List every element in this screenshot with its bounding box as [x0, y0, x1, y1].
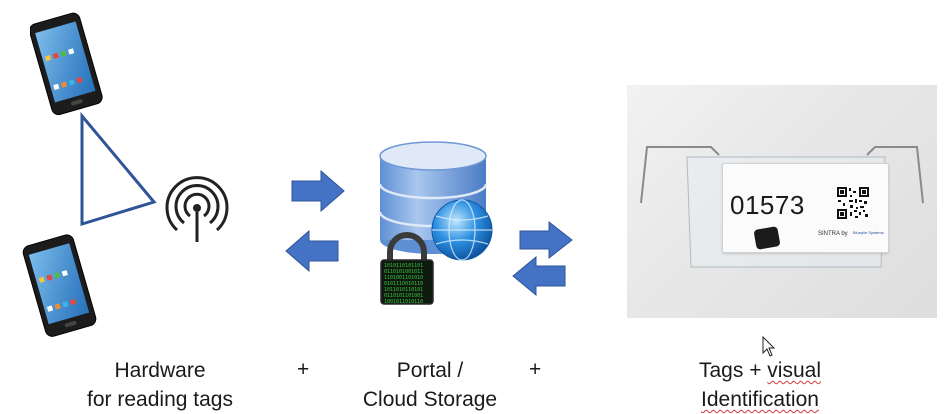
svg-text:1011010110101: 1011010110101 — [384, 287, 423, 293]
hardware-caption-line2: for reading tags — [87, 388, 233, 411]
database-icon — [378, 141, 493, 261]
arrow-left-icon-2 — [512, 256, 566, 296]
tag-card: 01573 SINTRA by Bluepile Systems — [722, 163, 889, 253]
arrow-right-icon-2 — [519, 221, 573, 259]
hardware-caption: Hardware for reading tags — [60, 356, 260, 414]
plus-sign-1: + — [297, 358, 310, 381]
tags-caption-prefix: Tags + — [699, 359, 768, 382]
nfc-chip — [753, 226, 781, 250]
lock-icon: 1010110101101 0110101001011 110100110101… — [380, 232, 434, 305]
svg-text:1010110101101: 1010110101101 — [384, 263, 423, 269]
tablet-icon-top — [30, 12, 103, 116]
hardware-caption-line1: Hardware — [114, 359, 206, 382]
mouse-cursor-icon — [762, 336, 776, 357]
connection-triangle — [80, 112, 157, 227]
tag-photo: 01573 SINTRA by Bluepile Systems — [627, 85, 937, 318]
portal-caption-line2: Cloud Storage — [362, 388, 498, 411]
tag-maker: Bluepile Systems — [853, 230, 884, 235]
tags-caption: Tags + visual Identification — [665, 356, 855, 414]
tags-caption-visual: visual — [767, 359, 821, 382]
plus-sign-2: + — [529, 358, 542, 381]
svg-text:0110101101001: 0110101101001 — [384, 293, 423, 299]
qr-code-icon — [836, 186, 870, 220]
svg-text:0110101001011: 0110101001011 — [384, 269, 423, 275]
tags-caption-line1: Tags + visual — [665, 356, 855, 385]
tag-brand: SINTRA by — [818, 231, 848, 237]
svg-text:1101001101010: 1101001101010 — [384, 275, 423, 281]
svg-text:0101110010110: 0101110010110 — [384, 281, 423, 287]
arrow-right-icon — [291, 170, 345, 212]
tag-number: 01573 — [730, 190, 805, 220]
nfc-reader-icon — [165, 176, 229, 242]
portal-caption-line1: Portal / — [396, 359, 464, 382]
tablet-icon-bottom — [22, 234, 97, 337]
arrow-left-icon — [285, 230, 339, 272]
tags-caption-line2: Identification — [701, 388, 819, 411]
svg-text:1001011010110: 1001011010110 — [384, 299, 423, 305]
portal-caption: Portal / Cloud Storage — [340, 356, 520, 414]
